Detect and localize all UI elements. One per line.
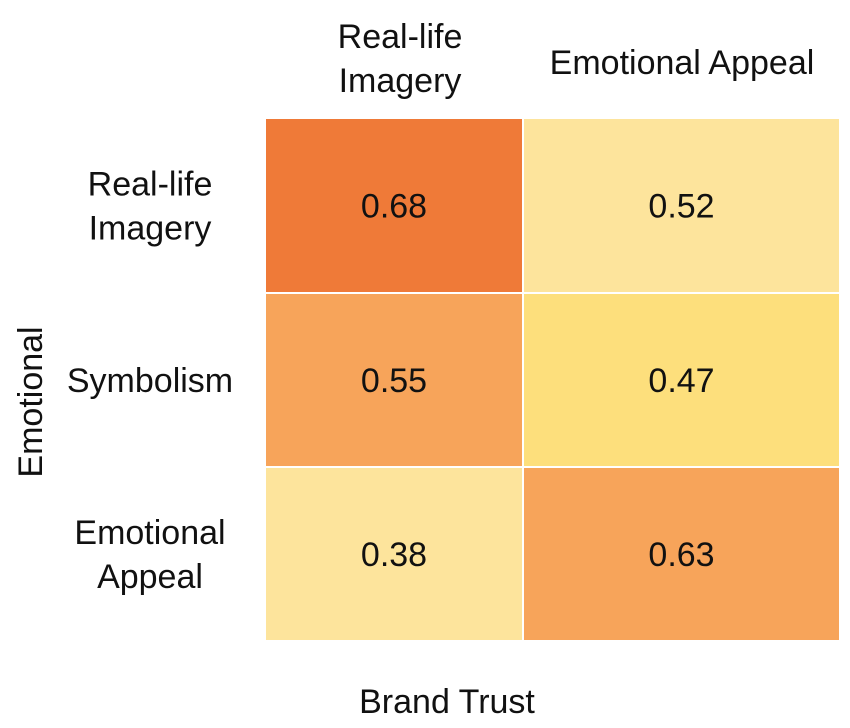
column-label-1-line-1: Real-life: [338, 18, 463, 56]
cell-value-label-r3-c1: 0.38: [361, 536, 427, 574]
row-label-3-line-2: Appeal: [97, 558, 203, 596]
heatmap-cell-r3-c2: [522, 466, 841, 642]
x-axis-label: Brand Trust: [359, 683, 535, 721]
heatmap-cell-r1-c1: [264, 117, 524, 294]
cell-value-label-r3-c2: 0.63: [648, 536, 714, 574]
column-label-2: Emotional Appeal: [550, 44, 815, 82]
row-label-1-line-1: Real-life: [88, 166, 213, 204]
cell-value-label-r1-c1: 0.68: [361, 188, 427, 226]
heatmap-cell-r2-c2: [522, 292, 841, 468]
heatmap-cell-r1-c2: [522, 117, 841, 294]
heatmap-cell-r3-c1: [264, 466, 524, 642]
cell-value-label-r1-c2: 0.52: [648, 188, 714, 226]
cell-value-label-r2-c1: 0.55: [361, 362, 427, 400]
row-label-1-line-2: Imagery: [89, 210, 212, 248]
row-label-2-line-1: Symbolism: [67, 362, 233, 400]
y-axis-label: Emotional: [12, 326, 50, 477]
row-label-2: Symbolism: [67, 362, 233, 400]
cell-value-label-r2-c2: 0.47: [648, 362, 714, 400]
column-label-1-line-2: Imagery: [339, 62, 462, 100]
cells-layer: 0.68 0.52 0.55 0.47 0.38 0.63: [264, 117, 841, 642]
row-label-3-line-1: Emotional: [74, 514, 225, 552]
column-label-2-line-1: Emotional Appeal: [550, 44, 815, 82]
heatmap-cell-r2-c1: [264, 292, 524, 468]
